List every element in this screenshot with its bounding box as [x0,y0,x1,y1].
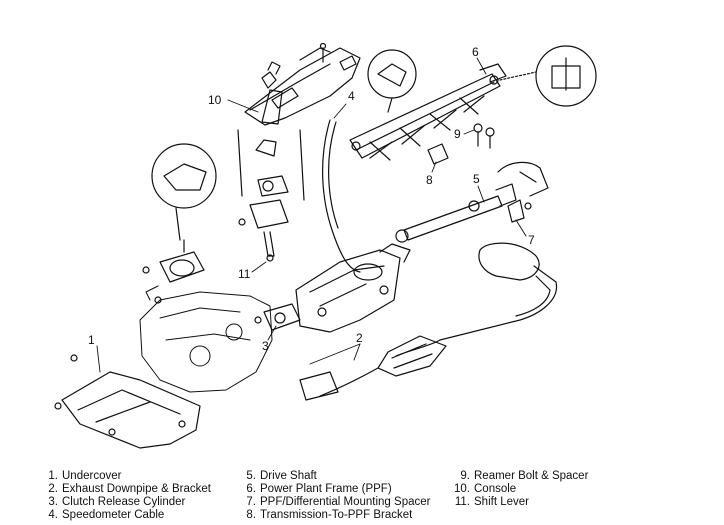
exhaust-system [299,242,558,401]
callout-4: 4 [348,89,355,103]
legend-item-11: 11.Shift Lever [454,496,529,508]
legend-item-8: 8.Transmission-To-PPF Bracket [246,509,413,521]
callout-7: 7 [528,233,535,247]
callout-11: 11 [238,267,251,281]
legend-item-10: 10.Console [454,483,517,495]
legend-item-1: 1.Undercover [48,470,122,482]
callout-10: 10 [208,93,222,107]
callout-5: 5 [473,172,480,186]
callout-9: 9 [454,127,461,141]
legend-column-3: 9.Reamer Bolt & Spacer 10.Console 11.Shi… [452,470,588,509]
transmission-to-ppf-bracket [427,143,449,165]
callout-2: 2 [356,331,363,345]
legend-item-3: 3.Clutch Release Cylinder [48,496,186,508]
detail-circle-right [499,45,597,107]
engine [139,285,273,393]
detail-circle-center [367,49,417,113]
transmission [295,243,411,333]
callout-8: 8 [426,173,433,187]
legend-item-6: 6.Power Plant Frame (PPF) [246,483,392,495]
legend-item-4: 4.Speedometer Cable [48,509,165,521]
power-plant-frame [349,63,507,161]
shift-lever [237,89,305,262]
exploded-drivetrain-diagram: 1 2 3 4 5 6 7 8 9 10 11 [54,42,597,449]
undercover [54,354,201,449]
console [244,42,361,126]
clutch-release-cylinder [254,303,301,331]
differential-mounting-spacer [507,199,532,223]
legend-item-7: 7.PPF/Differential Mounting Spacer [246,496,431,508]
legend-item-9: 9.Reamer Bolt & Spacer [460,470,589,482]
legend-item-2: 2.Exhaust Downpipe & Bracket [48,483,211,495]
drive-shaft [395,161,549,243]
leader-lines [96,57,527,373]
callout-1: 1 [88,333,95,347]
parts-legend: 1.Undercover 2.Exhaust Downpipe & Bracke… [0,470,724,525]
starter-assembly [142,239,205,304]
reamer-bolts [473,123,495,149]
legend-item-5: 5.Drive Shaft [246,470,317,482]
legend-column-2: 5.Drive Shaft 6.Power Plant Frame (PPF) … [238,470,430,522]
callout-3: 3 [262,339,269,353]
detail-circle-left [151,143,217,241]
legend-column-1: 1.Undercover 2.Exhaust Downpipe & Bracke… [40,470,211,522]
speedometer-cable [322,119,361,273]
callout-6: 6 [472,45,479,59]
